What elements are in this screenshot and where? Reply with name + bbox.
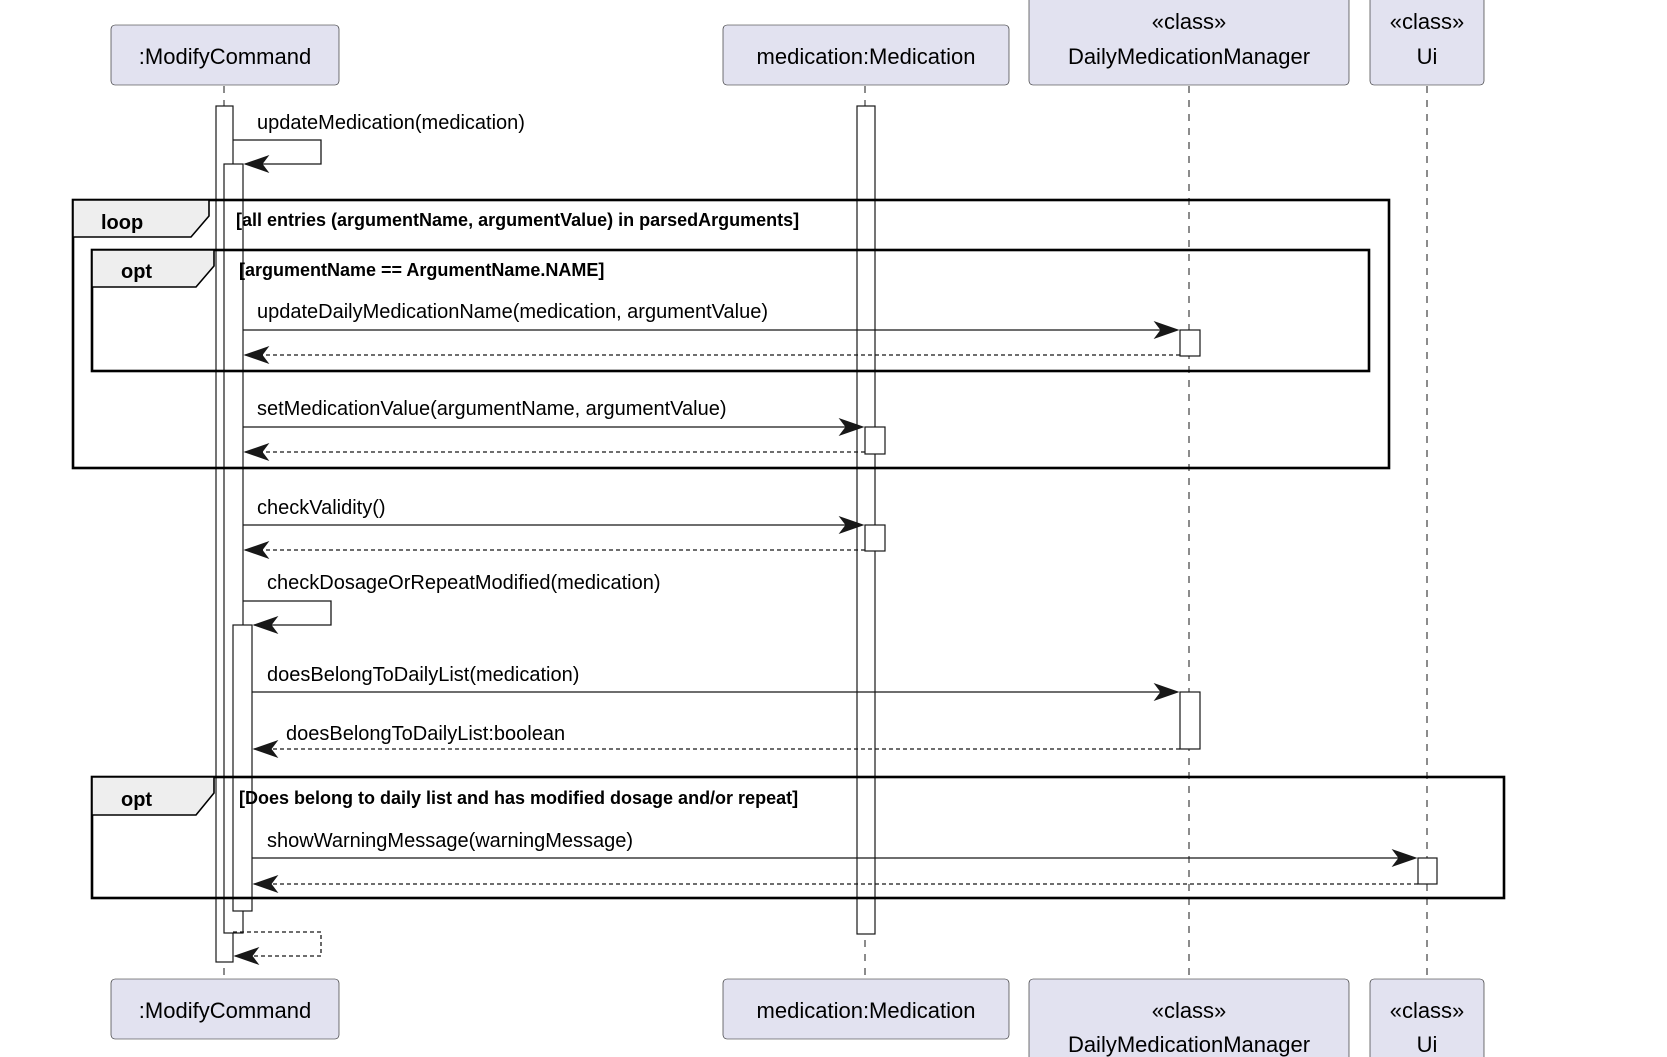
loop-frame-guard: [all entries (argumentName, argumentValu…	[236, 210, 799, 230]
activations	[215, 105, 1438, 963]
participant-box	[722, 24, 1010, 86]
participant-box	[1369, 978, 1485, 1057]
message-check-validity-arrowhead	[838, 515, 865, 535]
participant-name: DailyMedicationManager	[1068, 44, 1310, 69]
participant-box	[110, 24, 340, 86]
message-show-warning-label: showWarningMessage(warningMessage)	[267, 830, 633, 852]
opt-warning-frame-tab	[91, 776, 215, 816]
message-set-medication-value-return-arrowhead	[243, 442, 270, 462]
message-does-belong-arrowhead	[1153, 682, 1180, 702]
participant-daily-medication-manager-top: «class» DailyMedicationManager	[1028, 0, 1350, 86]
message-does-belong-label: doesBelongToDailyList(medication)	[267, 664, 579, 686]
participant-ui-bottom: «class» Ui	[1369, 978, 1485, 1057]
participant-stereotype: «class»	[1390, 998, 1465, 1023]
participant-stereotype: «class»	[1152, 998, 1227, 1023]
opt-warning-frame-label: opt	[121, 789, 152, 811]
message-show-warning-return-arrowhead	[252, 874, 279, 894]
participant-name: Ui	[1417, 1032, 1438, 1057]
participant-name: DailyMedicationManager	[1068, 1032, 1310, 1057]
participant-stereotype: «class»	[1152, 9, 1227, 34]
message-update-medication-return-arrowhead	[233, 946, 260, 966]
participant-box	[110, 978, 340, 1040]
activation-modify-check-dosage	[232, 624, 253, 912]
message-check-validity-return-arrowhead	[243, 540, 270, 560]
loop-frame-box	[71, 198, 1391, 470]
participant-modify-command-top: :ModifyCommand	[110, 24, 340, 86]
participant-box	[1028, 0, 1350, 86]
participant-medication-bottom: medication:Medication	[722, 978, 1010, 1040]
message-update-medication-return-line	[233, 931, 322, 957]
activation-manager-does-belong	[1179, 691, 1201, 750]
opt-warning-frame-guard: [Does belong to daily list and has modif…	[239, 788, 798, 808]
message-check-dosage-repeat-arrowhead	[252, 615, 279, 635]
participant-name: :ModifyCommand	[139, 44, 311, 69]
activation-ui-show-warning	[1417, 857, 1438, 885]
loop-frame-tab	[72, 199, 210, 238]
participant-stereotype: «class»	[1390, 9, 1465, 34]
participant-ui-top: «class» Ui	[1369, 0, 1485, 86]
message-set-medication-value-arrowhead	[838, 417, 865, 437]
message-show-warning-arrowhead	[1391, 848, 1418, 868]
participant-medication-top: medication:Medication	[722, 24, 1010, 86]
participant-modify-command-bottom: :ModifyCommand	[110, 978, 340, 1040]
opt-name-frame-label: opt	[121, 261, 152, 283]
messages: updateMedication(medication) updateDaily…	[233, 112, 1418, 966]
message-update-daily-name-return-arrowhead	[243, 345, 270, 365]
message-set-medication-value-label: setMedicationValue(argumentName, argumen…	[257, 398, 727, 420]
activation-medication-check-validity	[864, 524, 886, 552]
message-does-belong-return-label: doesBelongToDailyList:boolean	[286, 723, 565, 745]
message-check-validity-label: checkValidity()	[257, 497, 386, 519]
message-update-medication-line	[233, 139, 322, 165]
participant-daily-medication-manager-bottom: «class» DailyMedicationManager	[1028, 978, 1350, 1057]
participant-box	[1369, 0, 1485, 86]
message-check-dosage-repeat-label: checkDosageOrRepeatModified(medication)	[267, 572, 661, 594]
opt-name-frame-box	[90, 248, 1371, 373]
participant-name: medication:Medication	[757, 44, 976, 69]
participant-name: Ui	[1417, 44, 1438, 69]
activation-medication-set-value	[864, 426, 886, 455]
message-update-daily-name-arrowhead	[1153, 320, 1180, 340]
opt-name-frame-guard: [argumentName == ArgumentName.NAME]	[239, 260, 604, 280]
loop-frame: loop [all entries (argumentName, argumen…	[71, 198, 1391, 470]
message-update-daily-name-label: updateDailyMedicationName(medication, ar…	[257, 301, 768, 323]
message-update-medication-arrowhead	[243, 154, 270, 174]
participant-box	[1028, 978, 1350, 1057]
opt-name-frame: opt [argumentName == ArgumentName.NAME]	[90, 248, 1371, 373]
activation-manager-update-name	[1179, 329, 1201, 357]
opt-warning-frame-box	[90, 775, 1506, 900]
message-check-dosage-repeat-line	[243, 600, 332, 626]
participant-name: medication:Medication	[757, 998, 976, 1023]
participant-name: :ModifyCommand	[139, 998, 311, 1023]
opt-name-frame-tab	[91, 249, 215, 288]
message-does-belong-return-arrowhead	[252, 739, 279, 759]
participant-box	[722, 978, 1010, 1040]
activation-medication-main	[856, 105, 876, 935]
message-update-medication-label: updateMedication(medication)	[257, 112, 525, 134]
opt-warning-frame: opt [Does belong to daily list and has m…	[90, 775, 1506, 900]
loop-frame-label: loop	[101, 212, 143, 234]
